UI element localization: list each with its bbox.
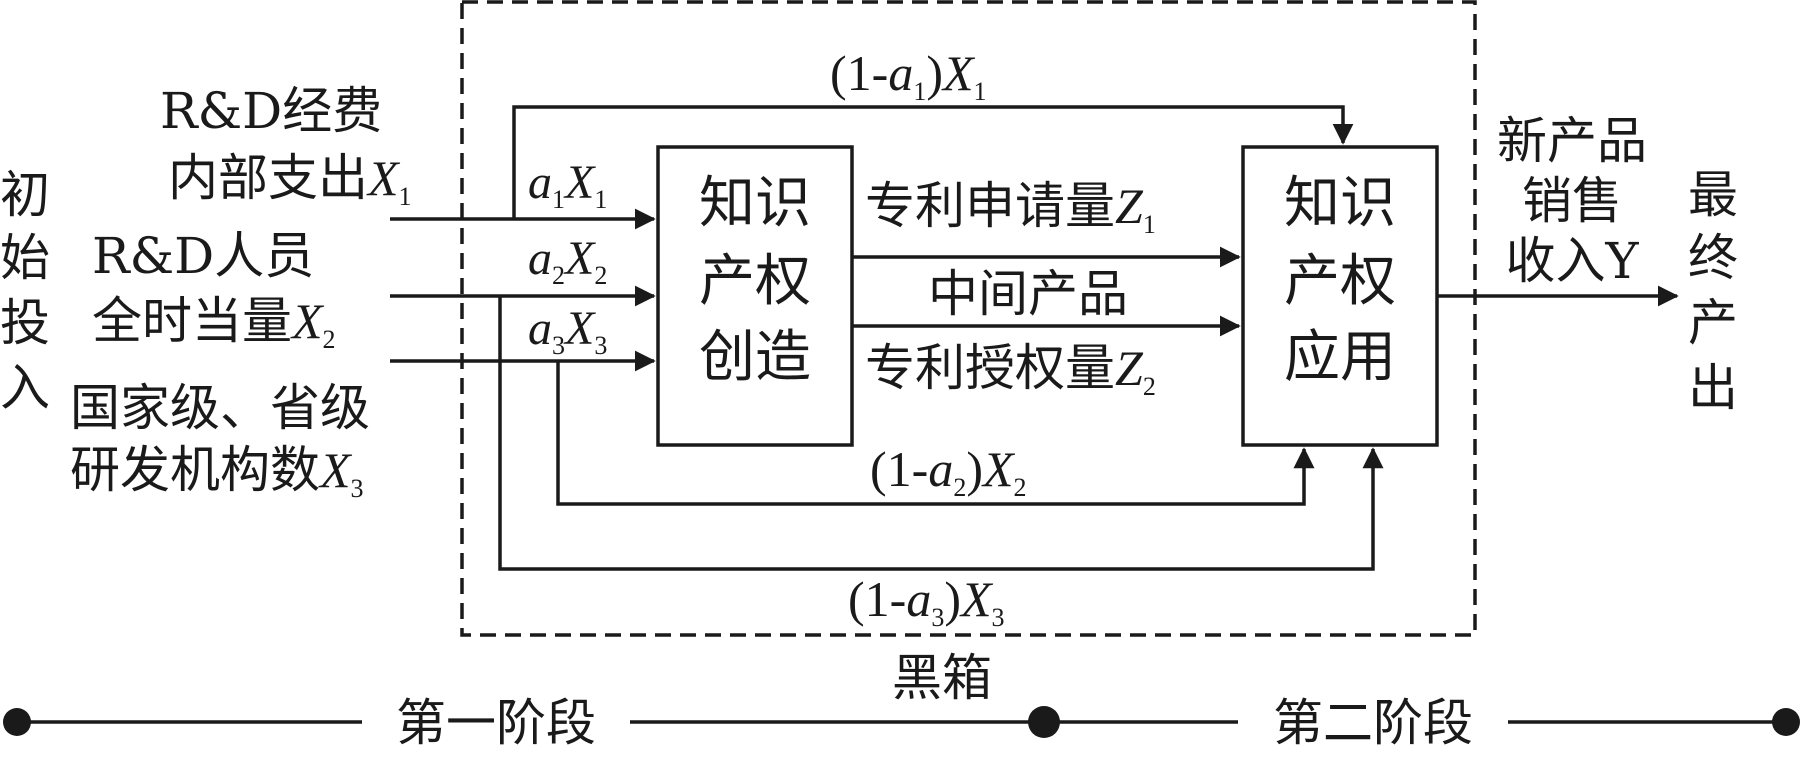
revenue-label-line-1: 新产品 [1497,112,1647,170]
ip-application-box [1241,145,1439,447]
x1-label-line-1: R&D经费 [160,82,382,140]
initial-input-char-1: 初 [0,166,50,224]
ip-application-line-3: 应用 [1284,325,1396,390]
revenue-label-line-2: 销售 [1522,172,1622,230]
initial-input-char-4: 入 [0,359,50,417]
bypass-x3-label: (1-a3)X3 [848,571,1005,632]
timeline-start-dot [3,708,31,736]
stage1-label-gap [362,692,630,752]
ip-application-label: 知识 产权 应用 [1284,171,1396,390]
x2-label-line-1: R&D人员 [92,227,314,285]
final-output-char-3: 产 [1688,294,1738,352]
x1-label-line-2: 内部支出X1 [168,149,412,211]
x3-label-line-1: 国家级、省级 [70,379,370,437]
ip-application-line-2: 产权 [1284,249,1396,314]
initial-input-label: 初 始 投 入 [0,166,50,417]
x3-bypass-arrow [498,296,1384,571]
x1-bypass-arrow [512,105,1354,219]
ip-creation-line-2: 产权 [699,249,811,314]
bypass-x2-label: (1-a2)X2 [870,441,1027,502]
x2-bypass-arrow [556,361,1315,506]
black-box-frame [460,0,1477,637]
intermediate-product-label: 中间产品 [928,265,1128,323]
ip-application-line-1: 知识 [1284,171,1396,236]
a2x2-label: a2X2 [528,232,607,290]
ip-creation-box [656,145,854,447]
patent-applications-label: 专利申请量Z1 [865,177,1156,239]
timeline-middle-dot [1028,706,1060,738]
x3-label-line-2: 研发机构数X3 [70,441,364,503]
stage2-label-gap [1238,692,1508,752]
stage1-label: 第一阶段 [396,694,596,752]
final-output-char-4: 出 [1688,359,1738,417]
final-output-label: 最 终 产 出 [1688,166,1738,417]
final-output-char-2: 终 [1688,229,1738,287]
ip-creation-line-1: 知识 [699,171,811,236]
final-output-char-1: 最 [1688,166,1738,224]
black-box-label: 黑箱 [892,649,992,707]
ip-creation-label: 知识 产权 创造 [699,171,811,390]
ip-creation-line-3: 创造 [699,325,811,390]
patent-grants-label: 专利授权量Z2 [865,339,1156,401]
bypass-x1-label: (1-a1)X1 [830,45,987,106]
a3x3-label: a3X3 [528,302,607,360]
revenue-label-line-3: 收入Y [1505,232,1639,290]
a1x1-label: a1X1 [528,156,607,214]
initial-input-char-2: 始 [0,229,50,287]
initial-input-char-3: 投 [0,294,50,352]
timeline-end-dot [1772,708,1800,736]
x2-label-line-2: 全时当量X2 [92,292,336,354]
stage2-label: 第二阶段 [1273,694,1473,752]
